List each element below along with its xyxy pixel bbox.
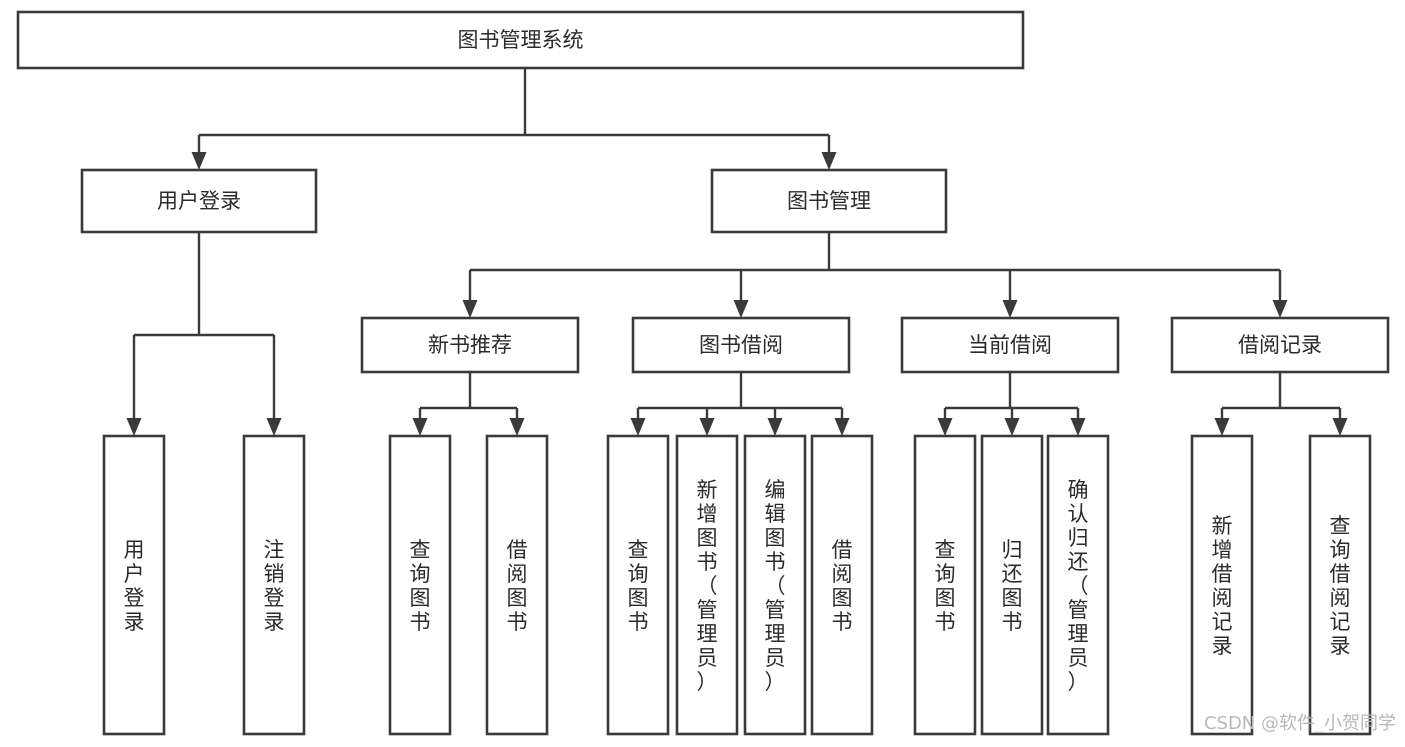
node-book-borrow[interactable]: 图书借阅 bbox=[631, 316, 851, 374]
book-borrow-to-leaves-branch-2-arrowhead bbox=[767, 418, 783, 436]
node-leaf-add-borrow-record-box[interactable] bbox=[1190, 434, 1254, 736]
node-leaf-edit-book-admin-box[interactable] bbox=[743, 434, 807, 736]
node-leaf-add-borrow-record[interactable]: 新增借阅记录 bbox=[1190, 434, 1254, 736]
node-borrow-record-label: 借阅记录 bbox=[1238, 333, 1322, 357]
node-leaf-borrow-book-recommend[interactable]: 借阅图书 bbox=[485, 434, 549, 736]
node-leaf-query-book-recommend-box[interactable] bbox=[388, 434, 452, 736]
userlogin-to-leaves-branch-1-arrowhead bbox=[266, 418, 282, 436]
node-leaf-query-borrow-record-label: 查询借阅记录 bbox=[1330, 514, 1351, 658]
node-leaf-add-book-admin[interactable]: 新增图书（管理员） bbox=[675, 434, 739, 736]
node-leaf-borrow-book-box[interactable] bbox=[810, 434, 874, 736]
node-leaf-confirm-return-admin-label: 确认归还（管理员） bbox=[1068, 478, 1089, 694]
node-leaf-query-book-current[interactable]: 查询图书 bbox=[913, 434, 977, 736]
current-borrow-to-leaves-branch-1-arrowhead bbox=[1004, 418, 1020, 436]
node-leaf-query-book-borrow-box[interactable] bbox=[606, 434, 670, 736]
connector-layer bbox=[126, 68, 1348, 436]
node-leaf-add-borrow-record-label: 新增借阅记录 bbox=[1212, 514, 1233, 658]
node-leaf-user-login[interactable]: 用户登录 bbox=[102, 434, 166, 736]
node-current-borrow-label: 当前借阅 bbox=[968, 333, 1052, 357]
node-leaf-query-book-current-label: 查询图书 bbox=[935, 538, 956, 634]
node-leaf-borrow-book-recommend-box[interactable] bbox=[485, 434, 549, 736]
node-new-book-recommend-label: 新书推荐 bbox=[428, 333, 512, 357]
node-current-borrow-box[interactable] bbox=[900, 316, 1120, 374]
current-borrow-to-leaves-branch-2-arrowhead bbox=[1070, 418, 1086, 436]
node-leaf-logout-login[interactable]: 注销登录 bbox=[242, 434, 306, 736]
node-leaf-logout-login-label: 注销登录 bbox=[264, 538, 285, 634]
node-user-login-box[interactable] bbox=[80, 168, 318, 234]
node-leaf-add-book-admin-label: 新增图书（管理员） bbox=[697, 478, 718, 694]
node-leaf-return-book[interactable]: 归还图书 bbox=[980, 434, 1044, 736]
node-leaf-borrow-book-label: 借阅图书 bbox=[832, 538, 853, 634]
borrow-record-to-leaves-branch-0-arrowhead bbox=[1214, 418, 1230, 436]
node-leaf-borrow-book[interactable]: 借阅图书 bbox=[810, 434, 874, 736]
node-book-manage-label: 图书管理 bbox=[787, 189, 871, 213]
node-leaf-return-book-box[interactable] bbox=[980, 434, 1044, 736]
bookmanage-to-level2-branch-2-arrowhead bbox=[1002, 300, 1018, 318]
new-book-recommend-to-leaves-branch-1-arrowhead bbox=[509, 418, 525, 436]
node-leaf-confirm-return-admin[interactable]: 确认归还（管理员） bbox=[1046, 434, 1110, 736]
node-leaf-query-book-recommend-label: 查询图书 bbox=[410, 538, 431, 634]
node-leaf-edit-book-admin[interactable]: 编辑图书（管理员） bbox=[743, 434, 807, 736]
node-user-login-label: 用户登录 bbox=[157, 189, 241, 213]
borrow-record-to-leaves-branch-1-arrowhead bbox=[1332, 418, 1348, 436]
node-leaf-user-login-box[interactable] bbox=[102, 434, 166, 736]
node-leaf-edit-book-admin-label: 编辑图书（管理员） bbox=[765, 478, 786, 694]
node-leaf-query-book-recommend[interactable]: 查询图书 bbox=[388, 434, 452, 736]
root-to-level1-branch-1-arrowhead bbox=[821, 152, 837, 170]
node-leaf-logout-login-box[interactable] bbox=[242, 434, 306, 736]
node-leaf-query-borrow-record[interactable]: 查询借阅记录 bbox=[1308, 434, 1372, 736]
node-borrow-record-box[interactable] bbox=[1170, 316, 1390, 374]
root-to-level1-branch-0-arrowhead bbox=[191, 152, 207, 170]
bookmanage-to-level2-branch-3-arrowhead bbox=[1272, 300, 1288, 318]
csdn-watermark: CSDN @软件_小贺同学 bbox=[1204, 713, 1396, 734]
node-leaf-query-borrow-record-box[interactable] bbox=[1308, 434, 1372, 736]
node-leaf-return-book-label: 归还图书 bbox=[1002, 538, 1023, 634]
node-root[interactable]: 图书管理系统 bbox=[16, 10, 1025, 70]
new-book-recommend-to-leaves-branch-0-arrowhead bbox=[412, 418, 428, 436]
bookmanage-to-level2-branch-1-arrowhead bbox=[733, 300, 749, 318]
node-root-label: 图书管理系统 bbox=[458, 28, 584, 52]
node-current-borrow[interactable]: 当前借阅 bbox=[900, 316, 1120, 374]
node-book-manage-box[interactable] bbox=[710, 168, 948, 234]
node-leaf-borrow-book-recommend-label: 借阅图书 bbox=[507, 538, 528, 634]
book-borrow-to-leaves-branch-1-arrowhead bbox=[699, 418, 715, 436]
node-new-book-recommend-box[interactable] bbox=[360, 316, 580, 374]
node-borrow-record[interactable]: 借阅记录 bbox=[1170, 316, 1390, 374]
bookmanage-to-level2-branch-0-arrowhead bbox=[462, 300, 478, 318]
node-leaf-confirm-return-admin-box[interactable] bbox=[1046, 434, 1110, 736]
node-book-borrow-box[interactable] bbox=[631, 316, 851, 374]
book-borrow-to-leaves-branch-0-arrowhead bbox=[630, 418, 646, 436]
node-leaf-add-book-admin-box[interactable] bbox=[675, 434, 739, 736]
node-book-borrow-label: 图书借阅 bbox=[699, 333, 783, 357]
node-book-manage[interactable]: 图书管理 bbox=[710, 168, 948, 234]
node-layer: 图书管理系统用户登录图书管理新书推荐图书借阅当前借阅借阅记录用户登录注销登录查询… bbox=[16, 10, 1390, 736]
current-borrow-to-leaves-branch-0-arrowhead bbox=[937, 418, 953, 436]
node-leaf-query-book-borrow[interactable]: 查询图书 bbox=[606, 434, 670, 736]
book-borrow-to-leaves-branch-3-arrowhead bbox=[834, 418, 850, 436]
node-new-book-recommend[interactable]: 新书推荐 bbox=[360, 316, 580, 374]
node-root-box[interactable] bbox=[16, 10, 1025, 70]
node-leaf-query-book-current-box[interactable] bbox=[913, 434, 977, 736]
node-leaf-user-login-label: 用户登录 bbox=[124, 538, 145, 634]
userlogin-to-leaves-branch-0-arrowhead bbox=[126, 418, 142, 436]
node-leaf-query-book-borrow-label: 查询图书 bbox=[628, 538, 649, 634]
node-user-login[interactable]: 用户登录 bbox=[80, 168, 318, 234]
